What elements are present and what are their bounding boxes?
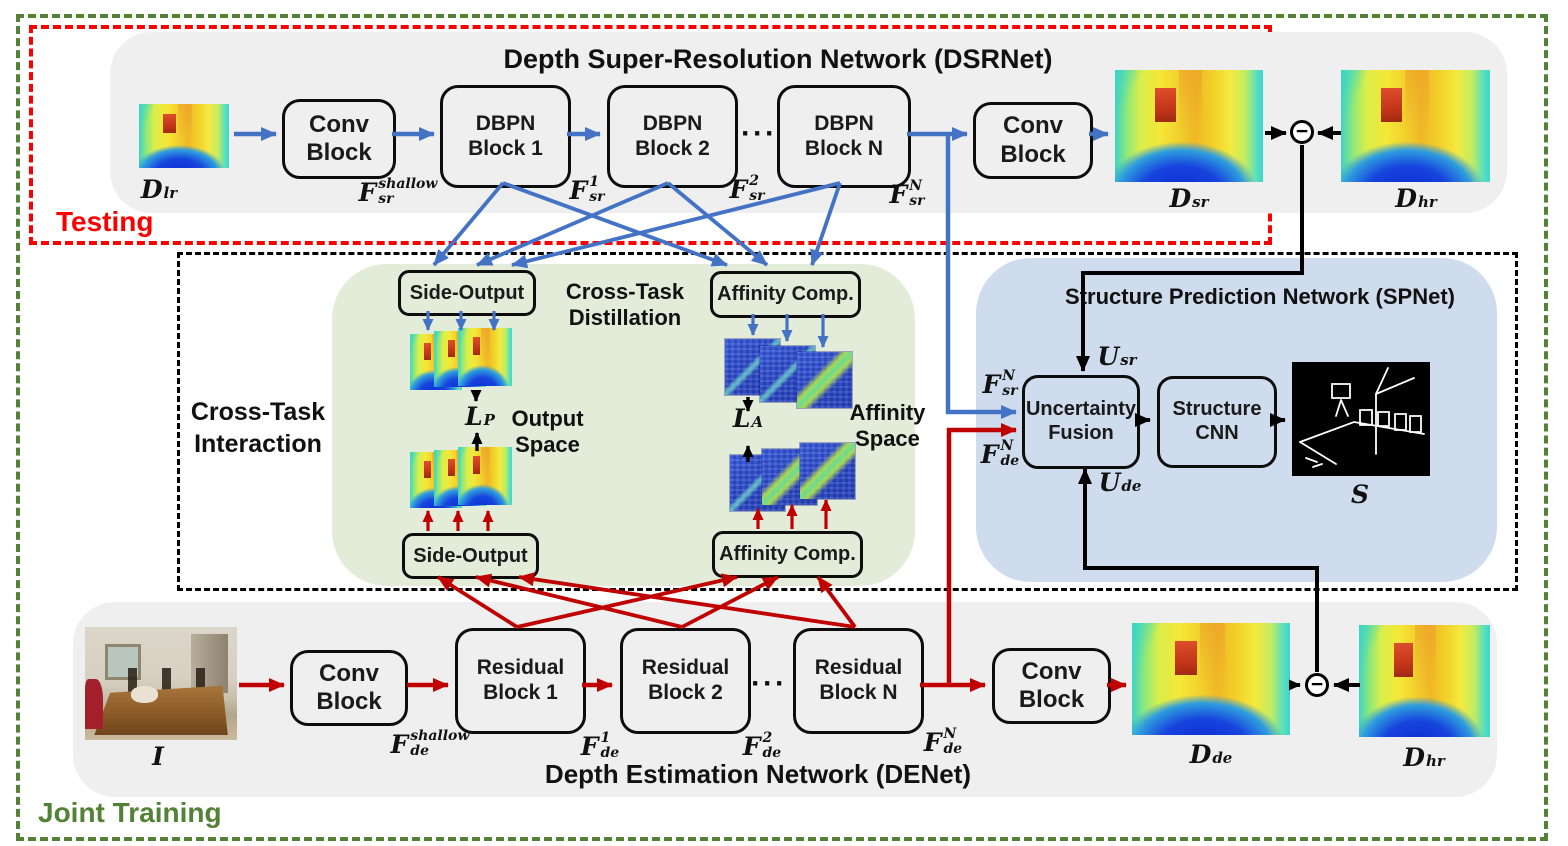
sr-affinity-matrix-3 [797,352,852,408]
d-de-image [1132,623,1290,735]
dsrnet-conv-block-in: Conv Block [282,99,396,179]
affinity-comp-top-block: Affinity Comp. [710,271,861,318]
subtract-node-bottom: − [1305,673,1329,697]
dsrnet-ellipsis: ··· [741,117,777,150]
de-affinity-matrix-3 [800,443,855,499]
affinity-space-label: Affinity Space [849,400,926,452]
sr-side-output-map-3 [458,328,512,386]
photo-red-chair [85,678,104,729]
affinity-comp-bottom-block: Affinity Comp. [712,531,863,578]
cross-task-interaction-label: Cross-Task Interaction [190,398,326,458]
i-label: I [152,742,164,771]
cross-task-distillation-label: Cross-Task Distillation [565,279,685,330]
dsrnet-title: Depth Super-Resolution Network (DSRNet) [503,44,1053,74]
d-sr-image [1115,70,1263,182]
subtract-node-top: − [1290,120,1314,144]
uncertainty-fusion-block: Uncertainty Fusion [1022,375,1140,469]
output-space-label: Output Space [511,406,584,458]
rgb-input-image [85,627,237,740]
joint-training-label: Joint Training [38,797,222,828]
dbpn-block-n: DBPN Block N [777,85,911,188]
denet-conv-block-out: Conv Block [992,648,1111,724]
structure-edge-image [1292,362,1430,476]
photo-table [94,685,228,736]
residual-block-2: Residual Block 2 [620,628,751,734]
dbpn-block-1: DBPN Block 1 [440,85,571,188]
denet-title: Depth Estimation Network (DENet) [544,759,972,789]
structure-cnn-block: Structure CNN [1157,376,1277,468]
d-hr-bottom-image [1359,625,1490,737]
joint-training-border [16,14,1548,841]
side-output-bottom-block: Side-Output [402,533,539,579]
de-side-output-map-3 [458,447,512,505]
dsrnet-conv-block-out: Conv Block [973,102,1093,179]
d-hr-top-image [1341,70,1490,182]
denet-conv-block-in: Conv Block [290,650,408,726]
d-lr-image [139,104,229,168]
side-output-top-block: Side-Output [398,270,536,316]
dbpn-block-2: DBPN Block 2 [607,85,738,188]
spnet-title: Structure Prediction Network (SPNet) [1065,284,1455,309]
testing-label: Testing [56,206,154,237]
residual-block-1: Residual Block 1 [455,628,586,734]
photo-bag [130,685,158,703]
s-label: S [1350,480,1370,509]
denet-ellipsis: ··· [751,667,787,700]
residual-block-n: Residual Block N [793,628,924,734]
